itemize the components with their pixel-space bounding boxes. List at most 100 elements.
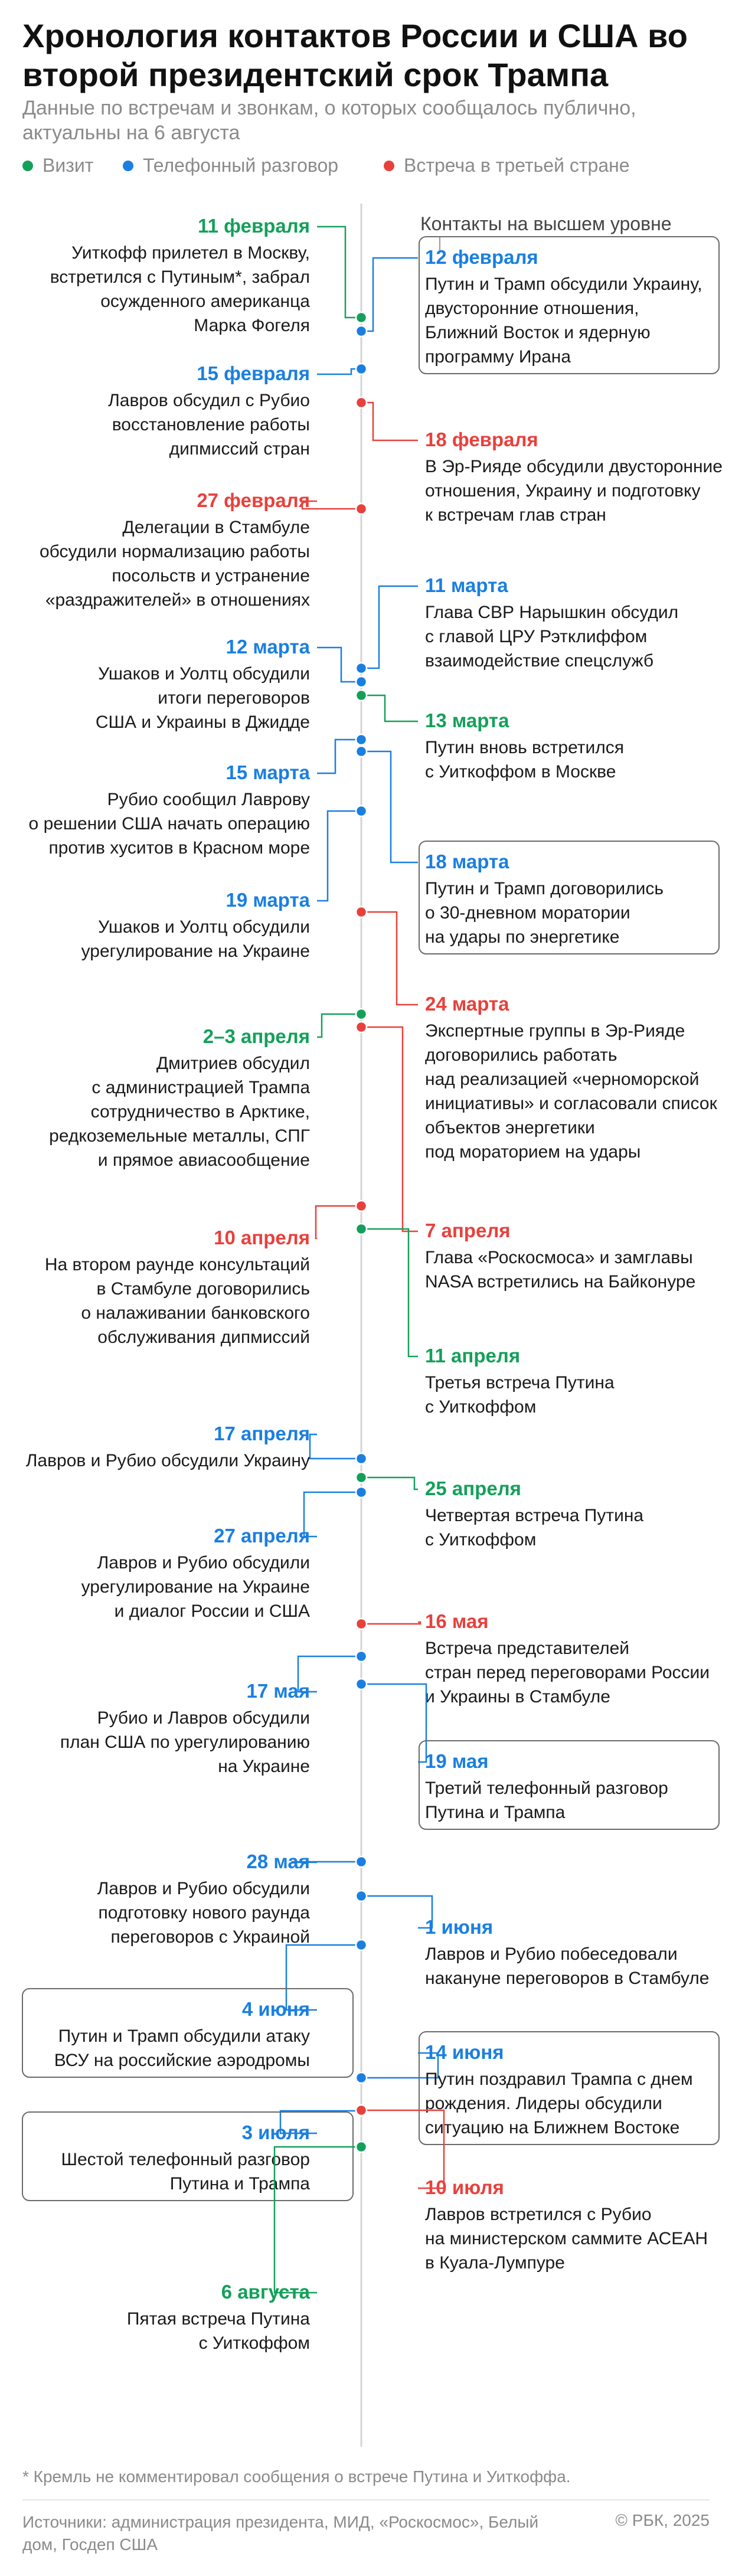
event-description-line: На втором раунде консультаций (45, 1255, 310, 1274)
event-date: 10 июля (425, 2176, 504, 2198)
event-date: 18 февраля (425, 429, 538, 450)
event-description-line: переговоров с Украиной (111, 1927, 311, 1947)
event-description-line: и прямое авиасообщение (98, 1150, 310, 1170)
event-date: 11 марта (425, 574, 508, 596)
event-date: 11 апреля (425, 1345, 520, 1367)
event-dot-call (355, 805, 368, 818)
event-dot-call (355, 325, 368, 338)
event-description-line: с Уиткоффом (425, 1397, 536, 1417)
event-description-line: Глава СВР Нарышкин обсудил (425, 603, 678, 622)
event-dot-call (355, 1855, 368, 1868)
event-dot-call (355, 733, 368, 746)
event-description-line: Лавров и Рубио обсудили (97, 1879, 310, 1898)
event-description-line: Пятая встреча Путина (127, 2309, 310, 2329)
event-dot-call (355, 662, 368, 675)
event-dot-visit (355, 1008, 368, 1021)
event-date: 27 февраля (197, 489, 310, 511)
event-dot-visit (355, 1222, 368, 1235)
event-connector (303, 1491, 361, 1538)
event-connector (315, 1205, 361, 1240)
event-description-line: о решении США начать операцию (29, 814, 310, 833)
event-description-line: В Эр-Рияде обсудили двусторонние (425, 457, 723, 476)
event-date: 4 июня (242, 1998, 310, 2020)
event-description-line: Путин и Трамп обсудили атаку (58, 2026, 310, 2046)
event-date: 24 марта (425, 993, 509, 1015)
event-dot-third (355, 2104, 368, 2117)
legend-dot-call (123, 161, 133, 171)
event-dot-third (355, 396, 368, 409)
event-description-line: с Уиткоффом в Москве (425, 762, 616, 782)
event-connector (301, 500, 361, 510)
event-connector (361, 1895, 433, 1929)
event-connector (317, 1013, 361, 1038)
event-description-line: Дмитриев обсудил (156, 1054, 310, 1073)
event-description-line: инициативы» и согласовали список (425, 1094, 718, 1113)
event-description-line: Делегации в Стамбуле (122, 518, 310, 537)
event-description-line: Ушаков и Уолтц обсудили (98, 917, 310, 937)
event-description-line: «раздражителей» в отношениях (45, 590, 310, 610)
event-connector (361, 257, 418, 332)
top-level-contact-box (419, 236, 720, 374)
top-level-contact-box (419, 2031, 720, 2145)
sources: Источники: администрация президента, МИД… (22, 2513, 539, 2554)
event-connector (361, 1683, 427, 1763)
event-date: 3 июля (242, 2121, 310, 2143)
event-description-line: в Куала-Лумпуре (425, 2253, 565, 2273)
event-description-line: подготовку нового раунда (98, 1903, 310, 1923)
event-description-line: против хуситов в Красном море (48, 838, 310, 858)
event-dot-call (355, 1452, 368, 1465)
event-date: 2–3 апреля (203, 1025, 310, 1047)
event-dot-call (355, 1938, 368, 1951)
event-description-line: встретился с Путиным*, забрал (50, 267, 310, 287)
event-description-line: Марка Фогеля (194, 316, 310, 335)
event-date: 7 апреля (425, 1220, 511, 1241)
event-date: 15 марта (226, 761, 311, 783)
event-date: 27 апреля (214, 1525, 310, 1547)
event-connector (361, 2109, 445, 2189)
event-connector (297, 1655, 361, 1693)
event-description-line: на Украине (218, 1757, 310, 1776)
event-date: 16 мая (425, 1610, 488, 1632)
event-connector (361, 1228, 418, 1358)
event-description-line: восстановление работы (112, 415, 310, 434)
event-description-line: Ближний Восток и ядерную (425, 323, 651, 342)
event-date: 17 мая (247, 1680, 310, 1702)
event-description-line: Глава «Роскосмоса» и замглавы (425, 1248, 693, 1267)
event-description-line: Третья встреча Путина (425, 1373, 615, 1392)
event-connector (361, 1476, 418, 1490)
event-description-line: Рубио и Лавров обсудили (97, 1708, 310, 1728)
event-description-line: Лавров обсудил с Рубио (108, 391, 310, 410)
page-subtitle: Данные по встречам и звонкам, о которых … (22, 97, 636, 144)
event-dot-visit (355, 689, 368, 702)
event-dot-call (355, 1650, 368, 1663)
top-level-contact-box (419, 841, 720, 954)
event-description-line: с Уиткоффом (425, 1530, 536, 1549)
event-description-line: с Уиткоффом (199, 2333, 310, 2353)
event-description-line: Путина и Трампа (425, 1803, 566, 1822)
footnote: * Кремль не комментировал сообщения о вс… (22, 2467, 571, 2486)
event-dot-third (355, 1021, 368, 1034)
event-dot-call (355, 362, 368, 375)
event-description-line: урегулирование на Украине (81, 942, 310, 961)
